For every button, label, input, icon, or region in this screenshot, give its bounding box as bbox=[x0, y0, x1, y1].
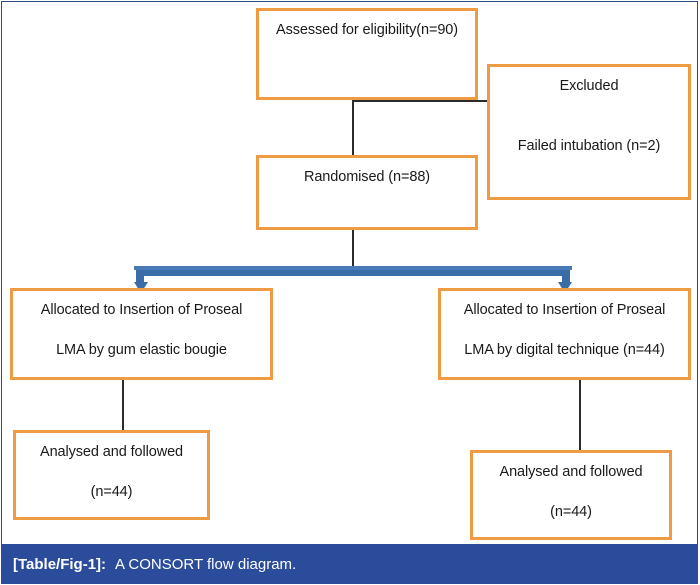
connector-allocated-right-to-analysed-right bbox=[579, 378, 581, 451]
node-assessed-for-eligibility[interactable]: Assessed for eligibility(n=90) bbox=[256, 8, 478, 100]
node-randomised-line-1: Randomised (n=88) bbox=[303, 169, 431, 185]
node-excluded-line-1: Excluded bbox=[559, 78, 619, 94]
node-analysed-left-line-1: Analysed and followed bbox=[40, 444, 183, 460]
diagram-canvas: Assessed for eligibility(n=90) Excluded … bbox=[10, 8, 691, 540]
connector-to-excluded bbox=[352, 100, 488, 102]
node-excluded[interactable]: Excluded Failed intubation (n=2) bbox=[487, 64, 691, 200]
figure-caption-text: A CONSORT flow diagram. bbox=[115, 555, 297, 573]
node-analysed-right-line-2: (n=44) bbox=[550, 504, 592, 521]
connector-allocated-left-to-analysed-left bbox=[122, 378, 124, 431]
figure-caption-label: [Table/Fig-1]: bbox=[13, 555, 107, 573]
split-bracket-icon bbox=[134, 266, 572, 293]
node-analysed-left[interactable]: Analysed and followed (n=44) bbox=[13, 430, 210, 520]
node-analysed-right[interactable]: Analysed and followed (n=44) bbox=[470, 450, 672, 540]
node-allocated-right[interactable]: Allocated to Insertion of Proseal LMA by… bbox=[438, 288, 691, 380]
node-allocated-left-line-2: LMA by gum elastic bougie bbox=[56, 342, 227, 359]
node-randomised[interactable]: Randomised (n=88) bbox=[256, 155, 478, 230]
node-allocated-right-line-2: LMA by digital technique (n=44) bbox=[464, 342, 665, 359]
figure-caption-bar: [Table/Fig-1]: A CONSORT flow diagram. bbox=[1, 544, 698, 584]
node-analysed-right-line-1: Analysed and followed bbox=[499, 464, 643, 480]
node-allocated-right-line-1: Allocated to Insertion of Proseal bbox=[463, 302, 666, 318]
node-allocated-left[interactable]: Allocated to Insertion of Proseal LMA by… bbox=[10, 288, 273, 380]
node-excluded-line-2: Failed intubation (n=2) bbox=[517, 138, 661, 155]
node-analysed-left-line-2: (n=44) bbox=[90, 484, 133, 501]
connector-randomised-to-split bbox=[352, 228, 354, 269]
node-allocated-left-line-1: Allocated to Insertion of Proseal bbox=[40, 302, 243, 318]
node-assessed-line-1: Assessed for eligibility(n=90) bbox=[276, 22, 458, 38]
connector-assessed-to-randomised bbox=[352, 99, 354, 156]
